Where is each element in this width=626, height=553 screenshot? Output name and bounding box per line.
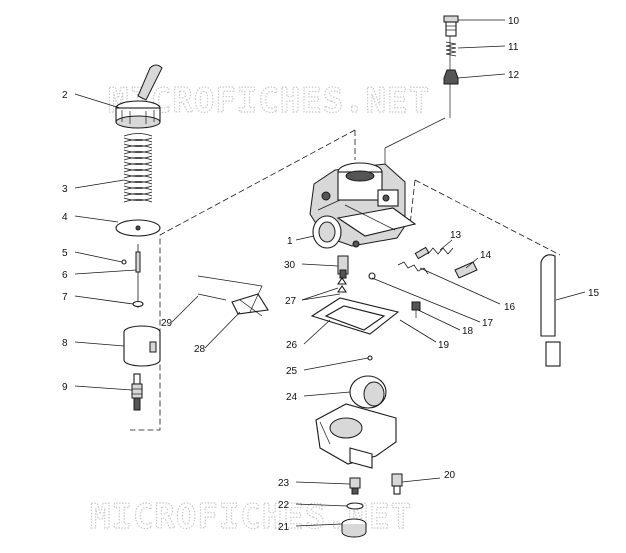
callout-12: 12 [508,70,520,81]
part-23-main-jet [349,477,361,495]
callout-2: 2 [62,90,68,101]
part-17-washer [368,272,376,280]
part-21-plug-nut [341,518,367,538]
callout-6: 6 [62,270,68,281]
callout-5: 5 [62,248,68,259]
part-24-float [349,375,387,409]
part-7-washer [132,300,144,308]
callout-28: 28 [194,344,206,355]
leader-lines [74,19,586,527]
part-9-needle-jet [131,373,143,411]
callout-21: 21 [278,522,290,533]
part-3-spring [123,133,153,203]
callout-29: 29 [161,318,173,329]
callout-20: 20 [444,470,456,481]
part-22-o-ring [346,502,364,510]
callout-17: 17 [482,318,494,329]
part-13-pilot-screw [414,246,454,260]
part-2-top-cap [115,64,163,129]
part-26-gasket [310,297,400,335]
callout-9: 9 [62,382,68,393]
callout-10: 10 [508,16,520,27]
callout-19: 19 [438,340,450,351]
callout-11: 11 [508,42,519,53]
callout-18: 18 [462,326,474,337]
callout-13: 13 [450,230,462,241]
float-bowl [315,403,397,469]
callout-22: 22 [278,500,290,511]
part-27-jets [336,277,348,293]
part-20-drain-screw [391,473,403,495]
part-30-jet-holder [337,255,349,279]
part-29-pin [197,275,263,313]
part-1-carburetor-body [309,162,417,249]
callout-25: 25 [286,366,298,377]
part-10-fitting [443,15,459,37]
callout-30: 30 [284,260,296,271]
callout-7: 7 [62,292,68,303]
callout-26: 26 [286,340,298,351]
part-25-pin [367,355,373,361]
callout-27: 27 [285,296,297,307]
callout-24: 24 [286,392,298,403]
part-15-hose [540,254,561,367]
callout-8: 8 [62,338,68,349]
part-11-spring [445,41,457,57]
callout-labels: 2 3 4 5 6 7 8 9 1 10 11 12 13 14 15 16 1… [62,16,600,533]
part-5-clip [121,259,127,265]
callout-14: 14 [480,250,492,261]
part-4-retainer-plate [115,219,161,237]
part-18-plug [411,301,421,318]
part-12-cap [443,69,459,85]
callout-1: 1 [287,236,293,247]
part-6-jet-needle [135,244,141,308]
callout-23: 23 [278,478,290,489]
part-28-float-arm [231,293,269,317]
callout-4: 4 [62,212,68,223]
part-8-throttle-valve [123,325,161,367]
part-14-idle-screw [397,261,478,279]
callout-3: 3 [62,184,68,195]
callout-15: 15 [588,288,600,299]
callout-16: 16 [504,302,516,313]
watermark-top: MICROFICHES.NET [108,81,430,121]
